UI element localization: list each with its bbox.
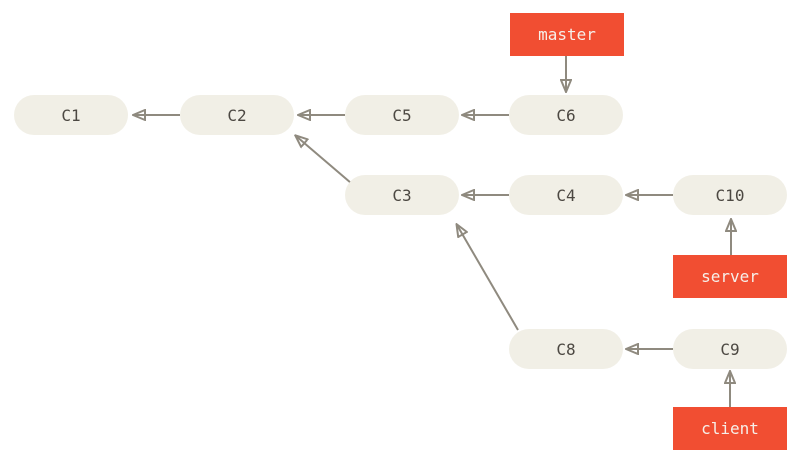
commit-node-label: C8 bbox=[556, 339, 576, 359]
commit-node-label: C6 bbox=[556, 105, 576, 125]
branch-label-text: server bbox=[701, 267, 759, 286]
edge-c3-c2 bbox=[296, 136, 352, 184]
commit-node-label: C9 bbox=[720, 339, 740, 359]
branch-label-text: master bbox=[538, 25, 596, 44]
commit-node-label: C1 bbox=[61, 105, 81, 125]
commit-node-c4: C4 bbox=[509, 175, 623, 215]
branch-label-server: server bbox=[673, 255, 787, 298]
commit-node-label: C3 bbox=[392, 185, 412, 205]
commit-node-label: C10 bbox=[715, 185, 745, 205]
commit-node-c8: C8 bbox=[509, 329, 623, 369]
edge-c8-c3 bbox=[457, 225, 519, 331]
branch-label-master: master bbox=[510, 13, 624, 56]
commit-node-c3: C3 bbox=[345, 175, 459, 215]
commit-node-label: C4 bbox=[556, 185, 576, 205]
commit-node-c6: C6 bbox=[509, 95, 623, 135]
commit-node-c5: C5 bbox=[345, 95, 459, 135]
commit-node-label: C5 bbox=[392, 105, 412, 125]
commit-node-c1: C1 bbox=[14, 95, 128, 135]
branch-label-client: client bbox=[673, 407, 787, 450]
commit-node-label: C2 bbox=[227, 105, 247, 125]
commit-node-c2: C2 bbox=[180, 95, 294, 135]
branch-label-text: client bbox=[701, 419, 759, 438]
commit-node-c10: C10 bbox=[673, 175, 787, 215]
commit-node-c9: C9 bbox=[673, 329, 787, 369]
